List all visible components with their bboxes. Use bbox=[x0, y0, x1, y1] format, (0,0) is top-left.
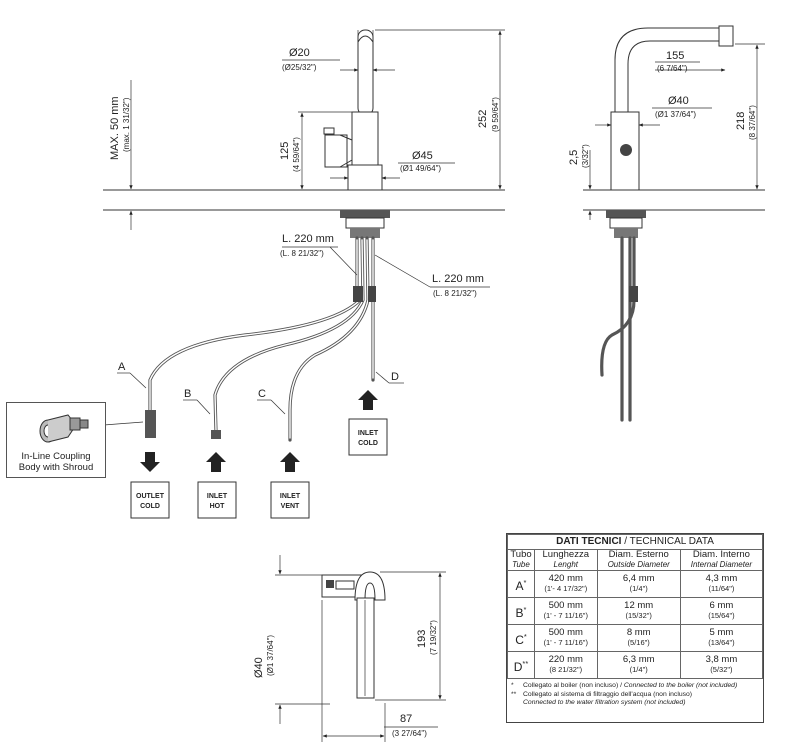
table-row: D** 220 mm(8 21/32") 6,3 mm(1/4") 3,8 mm… bbox=[507, 651, 764, 679]
svg-text:COLD: COLD bbox=[358, 440, 378, 447]
box-inlet-cold bbox=[348, 418, 388, 456]
dim-side-height-in: (8 37/64") bbox=[748, 105, 757, 140]
fixing-plate bbox=[340, 210, 390, 218]
hose-coupling-upper-2 bbox=[368, 286, 376, 302]
tube-label-c: C bbox=[258, 388, 266, 400]
dim-reach: 155 bbox=[666, 50, 684, 62]
tube-label-a: A bbox=[118, 361, 126, 373]
dim-base: 2,5 bbox=[568, 150, 580, 165]
dim-body-height-in: (4 59/64") bbox=[292, 137, 301, 172]
arrow-up-icon bbox=[280, 452, 300, 472]
dim-body-height: 125 bbox=[279, 142, 291, 160]
coupling-callout: In-Line Coupling Body with Shroud bbox=[6, 402, 106, 478]
fixing-nut bbox=[345, 217, 385, 229]
coupling-icon bbox=[39, 414, 89, 443]
arrow-up-icon bbox=[358, 390, 378, 410]
hose-b-fitting bbox=[211, 430, 221, 439]
dim-base-in: (3/32") bbox=[581, 144, 590, 168]
svg-text:INLET: INLET bbox=[358, 430, 379, 437]
box-outlet-cold bbox=[130, 481, 170, 519]
svg-text:INLET: INLET bbox=[280, 493, 301, 500]
note-1: *Collegato al boiler (non incluso) / Con… bbox=[511, 682, 738, 689]
dim-top-height: 193 bbox=[416, 630, 428, 648]
svg-text:HOT: HOT bbox=[210, 503, 226, 510]
dim-hose-length-b: L. 220 mm bbox=[432, 273, 484, 285]
dim-reach-in: (6 7/64") bbox=[657, 64, 688, 73]
table-row: A* 420 mm(1'- 4 17/32") 6,4 mm(1/4") 4,3… bbox=[507, 570, 764, 598]
svg-text:OUTLET: OUTLET bbox=[136, 493, 165, 500]
svg-text:COLD: COLD bbox=[140, 503, 160, 510]
dim-hose-length-a: L. 220 mm bbox=[282, 233, 334, 245]
dim-max-thickness: MAX. 50 mm bbox=[109, 96, 121, 160]
arrow-down-icon bbox=[140, 452, 160, 472]
dim-top-width: 87 bbox=[400, 713, 412, 725]
top-spout-curve bbox=[354, 571, 386, 601]
top-spout bbox=[356, 597, 375, 699]
fixing-nut-lower bbox=[350, 228, 380, 238]
dim-side-body-diameter-in: (Ø1 37/64") bbox=[655, 110, 696, 119]
spout-arc-inner bbox=[627, 40, 722, 190]
dim-max-thickness-in: (max. 1 31/32") bbox=[122, 97, 131, 152]
lever-joint bbox=[339, 134, 353, 168]
dim-spout-diameter: Ø20 bbox=[289, 47, 310, 59]
tube-label-b: B bbox=[184, 388, 191, 400]
dim-top-width-in: (3 27/64") bbox=[392, 729, 427, 738]
dim-side-height: 218 bbox=[735, 112, 747, 130]
side-view: 155 (6 7/64") Ø40 (Ø1 37/64") 218 (8 37/… bbox=[568, 25, 765, 422]
dim-body-diameter: Ø45 bbox=[412, 150, 433, 162]
dim-total-height: 252 bbox=[477, 110, 489, 128]
tube-label-d: D bbox=[391, 371, 399, 383]
table-row: B* 500 mm(1' - 7 11/16") 12 mm(15/32") 6… bbox=[507, 597, 764, 625]
front-view: Ø20 (Ø25/32") 252 (9 59/64") 125 (4 59/6… bbox=[103, 29, 505, 519]
table-row: C* 500 mm(1' - 7 11/16") 8 mm(5/16") 5 m… bbox=[507, 624, 764, 652]
dim-top-height-in: (7 19/32") bbox=[429, 620, 438, 655]
box-inlet-hot bbox=[197, 481, 237, 519]
coupling-label-line2: Body with Shroud bbox=[18, 462, 94, 473]
hose-a bbox=[148, 236, 362, 414]
dim-hose-length-a-in: (L. 8 21/32") bbox=[280, 249, 324, 258]
lever-cap bbox=[323, 127, 335, 135]
spout-arc-outer bbox=[614, 27, 722, 190]
dim-hose-length-b-in: (L. 8 21/32") bbox=[433, 289, 477, 298]
svg-text:VENT: VENT bbox=[281, 503, 300, 510]
dim-top-diameter: Ø40 bbox=[253, 657, 265, 678]
dim-spout-diameter-in: (Ø25/32") bbox=[282, 63, 317, 72]
note-2: **Collegato al sistema di filtraggio del… bbox=[511, 690, 693, 707]
in-line-coupling bbox=[145, 410, 156, 438]
spout-tip bbox=[357, 35, 374, 43]
hose-coupling-upper bbox=[353, 286, 363, 302]
table-notes: *Collegato al boiler (non incluso) / Con… bbox=[507, 679, 763, 708]
lever-handle bbox=[324, 134, 348, 168]
arrow-up-icon bbox=[206, 452, 226, 472]
coupling-label-line1: In-Line Coupling bbox=[21, 451, 91, 462]
spout-head bbox=[718, 25, 734, 47]
dim-body-diameter-in: (Ø1 49/64") bbox=[400, 164, 441, 173]
dim-total-height-in: (9 59/64") bbox=[491, 97, 500, 132]
box-inlet-vent bbox=[270, 481, 310, 519]
dim-side-body-diameter: Ø40 bbox=[668, 95, 689, 107]
lever-knob bbox=[620, 144, 632, 156]
table-title: DATI TECNICI / TECHNICAL DATA bbox=[507, 534, 763, 550]
top-view: Ø40 (Ø1 37/64") 193 (7 19/32") 87 (3 27/… bbox=[253, 555, 446, 742]
mixer-base bbox=[347, 164, 383, 191]
spout bbox=[357, 29, 374, 116]
svg-text:INLET: INLET bbox=[207, 493, 228, 500]
dim-top-diameter-in: (Ø1 37/64") bbox=[266, 635, 275, 676]
